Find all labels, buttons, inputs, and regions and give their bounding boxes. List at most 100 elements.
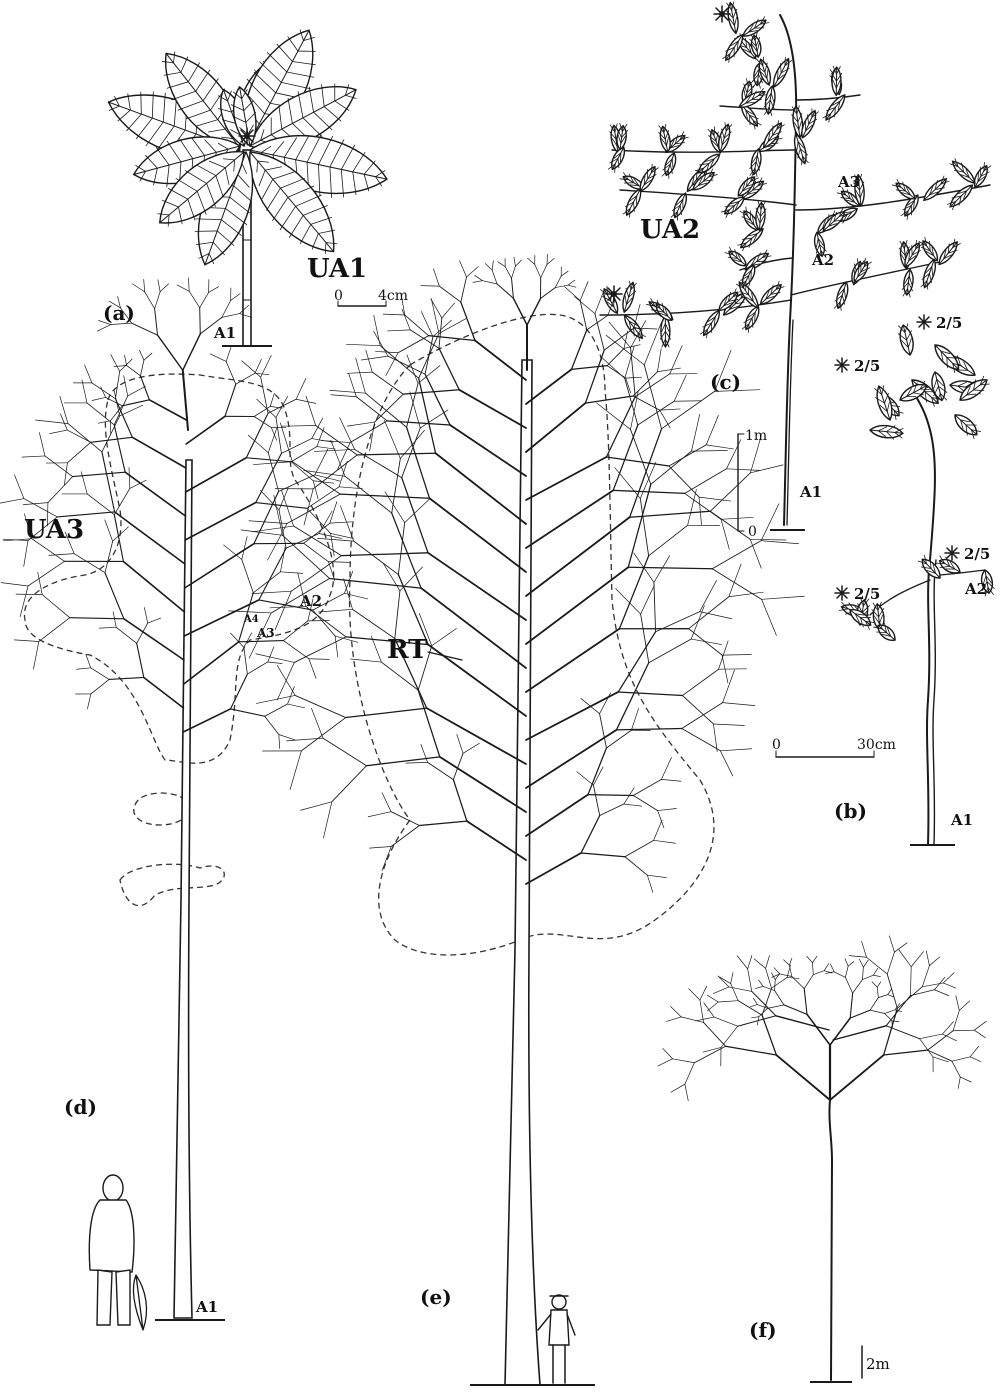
- panel-f-branch: [849, 956, 866, 958]
- panel-e-branch: [347, 422, 374, 426]
- panel-d-model-label: UA3: [24, 515, 84, 545]
- panel-e-branch: [388, 330, 411, 331]
- panel-d-branch: [91, 668, 109, 680]
- panel-f-branch: [933, 1057, 948, 1062]
- panel-e-branch: [391, 826, 419, 847]
- panel-f-branch: [845, 977, 852, 993]
- panel-e-branch: [706, 445, 733, 449]
- panel-e-branch: [581, 853, 625, 857]
- panel-f-branch: [877, 982, 880, 987]
- panel-f-branch: [755, 986, 763, 988]
- panel-e-branch: [593, 785, 599, 815]
- panel-f-branch: [974, 1030, 985, 1037]
- panel-d-branch: [225, 384, 236, 416]
- panel-e-leader: [512, 266, 516, 278]
- panel-f-branch: [720, 977, 731, 984]
- panel-d-branch: [279, 735, 280, 749]
- panel-f-branch: [885, 1010, 895, 1014]
- panel-d-branch: [115, 512, 185, 564]
- panel-e-branch: [287, 494, 340, 523]
- panel-d-branch: [60, 396, 68, 423]
- panel-c-leaf: [902, 269, 916, 297]
- panel-f-branch: [787, 977, 799, 978]
- panel-e-branch: [367, 757, 440, 766]
- panel-b-leaf: [869, 423, 903, 440]
- panel-d-leader: [183, 334, 200, 370]
- panel-c-scale-zero: 0: [748, 524, 757, 540]
- panel-c-leaf: [749, 148, 764, 177]
- panel-d-branch: [45, 456, 73, 477]
- panel-d-branch: [105, 573, 124, 619]
- panel-c-tree: UA2 A3 A2 A1 (c) 1m 0: [599, 2, 992, 540]
- panel-d-leader: [132, 284, 144, 292]
- panel-c-leaf: [724, 246, 749, 270]
- panel-e-branch: [706, 415, 718, 444]
- panel-e-leader: [505, 267, 511, 279]
- panel-e-branch: [700, 612, 732, 619]
- panel-e-branch: [580, 281, 588, 300]
- panel-d-leader: [160, 284, 168, 292]
- panel-f-branch: [911, 951, 923, 966]
- panel-e-branch: [607, 348, 624, 365]
- panel-c-leaf: [822, 92, 849, 123]
- panel-d-branch: [116, 627, 136, 643]
- panel-e-branch: [581, 698, 600, 713]
- panel-e-branch: [761, 504, 779, 541]
- panel-e-branch: [254, 462, 293, 465]
- panel-e-branch: [699, 497, 701, 525]
- panel-e-branch: [699, 497, 731, 501]
- panel-e-leader: [528, 258, 535, 264]
- panel-d-branch: [73, 472, 126, 476]
- panel-e-branch: [368, 812, 391, 817]
- panel-e-branch: [641, 614, 649, 663]
- panel-f-branch: [696, 1017, 714, 1021]
- panel-e-branch: [616, 728, 681, 729]
- panel-f-branch: [899, 950, 911, 967]
- panel-d-branch: [315, 449, 328, 475]
- panel-f-branch: [845, 966, 848, 977]
- panel-b-axis-a2: A2: [964, 580, 987, 598]
- panel-b-phyllotaxy-icon-3: [945, 546, 959, 560]
- panel-d-leader: [231, 294, 240, 301]
- panel-f-branch: [830, 1018, 850, 1045]
- panel-e-branch: [294, 526, 342, 556]
- panel-b-phyllotaxy-icon-4: [835, 586, 849, 600]
- panel-f-branch: [685, 1063, 695, 1084]
- panel-e-branch: [440, 757, 526, 812]
- panel-e-branch: [526, 795, 588, 836]
- panel-e-leader: [540, 288, 555, 299]
- panel-e-branch: [654, 820, 662, 840]
- panel-d-branch: [74, 554, 105, 573]
- panel-f-branch: [910, 967, 911, 996]
- panel-d-branch: [82, 380, 87, 403]
- panel-f-caption: (f): [749, 1318, 777, 1342]
- panel-d-branch: [110, 406, 122, 421]
- panel-f-branch: [928, 1031, 954, 1050]
- panel-e-branch: [625, 857, 647, 875]
- panel-c-axis-a2: A2: [811, 251, 834, 269]
- panel-d-leader: [222, 300, 231, 317]
- panel-f-branch: [953, 1010, 959, 1030]
- panel-f-branch: [714, 1017, 738, 1026]
- panel-e-branch: [428, 553, 526, 620]
- panel-d-branch: [226, 361, 236, 384]
- panel-d-branch: [98, 421, 110, 423]
- panel-d-branch: [210, 354, 226, 362]
- panel-e-branch: [633, 779, 661, 795]
- panel-d-branch: [148, 618, 161, 623]
- panel-f-branch: [848, 962, 854, 966]
- panel-f-branch: [700, 986, 707, 1000]
- panel-f-branch: [878, 995, 887, 998]
- panel-d-leader: [183, 370, 188, 430]
- panel-e-caption: (e): [420, 1285, 452, 1309]
- panel-e-branch: [332, 766, 367, 802]
- panel-e-branch: [661, 779, 681, 781]
- panel-e-leader: [555, 285, 568, 287]
- panel-f-branch: [766, 956, 770, 969]
- panel-e-branch: [463, 743, 479, 753]
- panel-d-branch: [70, 618, 124, 619]
- panel-e-branch: [674, 375, 686, 401]
- panel-d-branch: [16, 594, 42, 595]
- panel-d-branch: [33, 641, 38, 669]
- panel-e-leader: [555, 276, 561, 288]
